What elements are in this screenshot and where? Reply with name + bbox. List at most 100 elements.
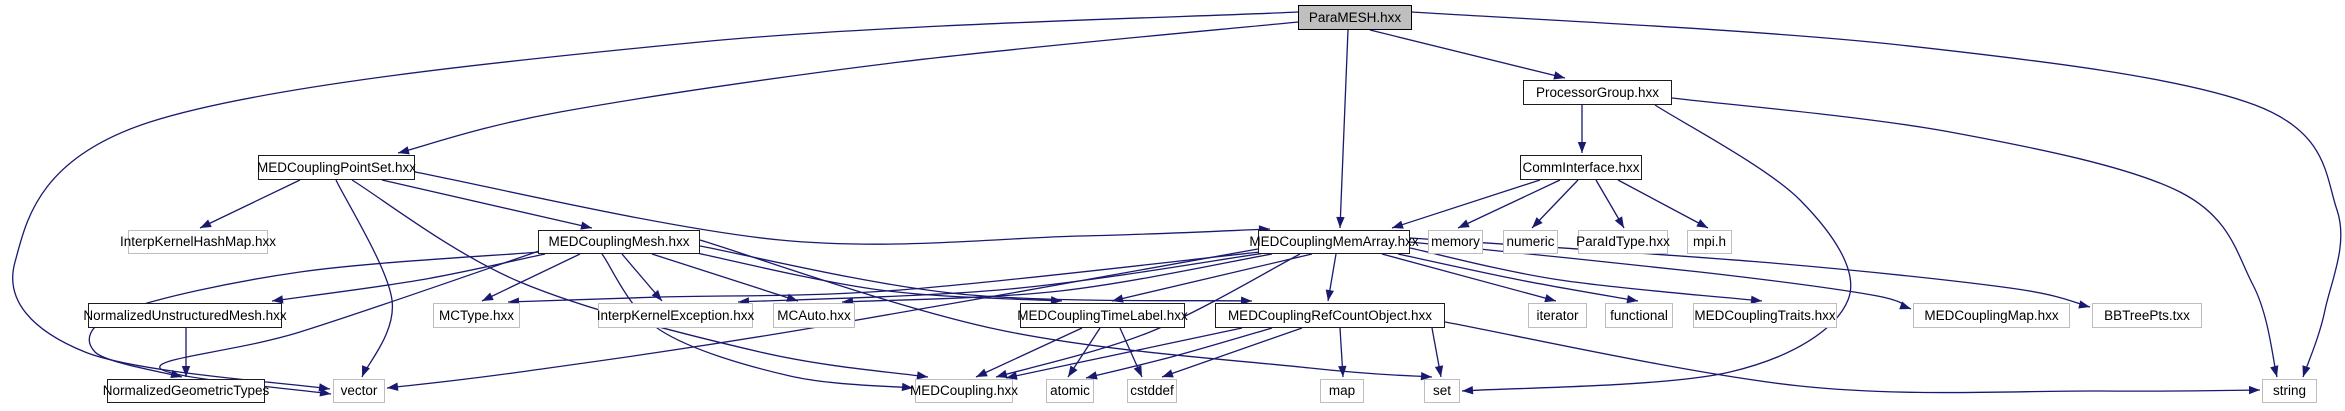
edge-pointset-to-memarray xyxy=(414,171,1271,245)
graph-node-mctype: MCType.hxx xyxy=(433,303,520,328)
arrowhead-memarray-to-timelabel xyxy=(1112,294,1124,303)
graph-node-functional: functional xyxy=(1605,303,1673,328)
edge-memarray-to-functional xyxy=(1397,253,1639,302)
arrowhead-mesh-to-timelabel xyxy=(1050,296,1062,305)
arrowhead-paramesh-to-memarray xyxy=(1336,216,1345,228)
arrowhead-comminterface-to-numeric xyxy=(1532,217,1543,228)
edge-comminterface-to-numeric xyxy=(1531,179,1579,229)
graph-node-memarray[interactable]: MEDCouplingMemArray.hxx xyxy=(1249,230,1419,254)
arrowhead-refcount-to-cstddef xyxy=(1162,369,1174,378)
graph-node-ikexception: InterpKernelException.hxx xyxy=(597,303,754,328)
edge-memarray-to-traits xyxy=(1409,247,1763,302)
arrowhead-timelabel-to-medcoupling xyxy=(976,368,988,377)
edge-refcount-to-cstddef xyxy=(1161,327,1303,378)
arrowhead-timelabel-to-cstddef xyxy=(1133,365,1142,377)
arrowhead-refcount-to-atomic xyxy=(1086,371,1098,380)
arrowhead-refcount-to-map xyxy=(1338,365,1347,377)
arrowhead-refcount-to-string xyxy=(2248,385,2260,395)
arrowhead-procgroup-to-comminterface xyxy=(1577,142,1587,153)
arrowhead-comminterface-to-memory xyxy=(1458,219,1470,228)
graph-node-timelabel[interactable]: MEDCouplingTimeLabel.hxx xyxy=(1017,303,1188,328)
arrowhead-comminterface-to-mpih xyxy=(1696,219,1708,228)
graph-node-cstddef: cstddef xyxy=(1127,379,1177,403)
arrowhead-pointset-to-hashmap xyxy=(200,219,212,228)
arrowhead-numesh-to-ngt xyxy=(181,366,191,377)
edge-mesh-to-numesh xyxy=(271,253,546,302)
edge-procgroup-to-set xyxy=(1461,104,1852,392)
edge-memarray-to-iterator xyxy=(1381,253,1557,302)
graph-node-pointset[interactable]: MEDCouplingPointSet.hxx xyxy=(257,155,416,180)
edge-paramesh-to-procgroup xyxy=(1369,29,1566,79)
graph-node-comminterface[interactable]: CommInterface.hxx xyxy=(1520,155,1642,180)
edge-refcount-to-string xyxy=(1444,321,2261,394)
arrowhead-timelabel-to-atomic xyxy=(1068,365,1078,377)
graph-node-hashmap: InterpKernelHashMap.hxx xyxy=(120,230,276,254)
arrowhead-mesh-to-medcoupling xyxy=(901,382,913,392)
arrowhead-mesh-to-mctype xyxy=(482,292,494,301)
arrowhead-memarray-to-medcoupling xyxy=(996,369,1008,378)
graph-node-numesh[interactable]: NormalizedUnstructuredMesh.hxx xyxy=(83,303,287,328)
graph-node-paramesh[interactable]: ParaMESH.hxx xyxy=(1298,5,1412,30)
arrowhead-memarray-to-functional xyxy=(1626,294,1638,304)
graph-node-numeric: numeric xyxy=(1503,230,1558,254)
edge-pointset-to-mesh xyxy=(381,179,593,229)
arrowhead-mesh-to-set xyxy=(1420,372,1432,381)
arrowhead-paramesh-to-string xyxy=(2302,365,2311,377)
arrowhead-memarray-to-vector xyxy=(387,382,399,391)
graph-node-string: string xyxy=(2262,379,2317,403)
edge-comminterface-to-memory xyxy=(1457,179,1561,229)
edge-memarray-to-timelabel xyxy=(1111,253,1313,302)
arrowhead-pointset-to-medcoupling xyxy=(916,371,928,380)
arrowhead-procgroup-to-set xyxy=(1462,386,1474,395)
graph-node-medcoupling: MEDCoupling.hxx xyxy=(910,379,1018,403)
arrowhead-refcount-to-set xyxy=(1434,365,1444,377)
edge-refcount-to-medcoupling xyxy=(1005,327,1243,379)
graph-node-refcount[interactable]: MEDCouplingRefCountObject.hxx xyxy=(1215,303,1445,328)
arrowhead-mesh-to-vector xyxy=(319,388,331,397)
edge-memarray-to-mcauto xyxy=(841,253,1273,303)
graph-node-mesh[interactable]: MEDCouplingMesh.hxx xyxy=(538,230,700,254)
edge-mesh-to-timelabel xyxy=(691,251,1063,302)
edge-pointset-to-vector xyxy=(335,179,393,378)
edge-mesh-to-medcoupling xyxy=(601,253,914,389)
arrowhead-refcount-to-medcoupling xyxy=(1006,371,1018,380)
graph-node-map: map xyxy=(1320,379,1364,403)
graph-node-iterator: iterator xyxy=(1528,303,1587,328)
edge-comminterface-to-mpih xyxy=(1617,179,1709,229)
graph-node-procgroup[interactable]: ProcessorGroup.hxx xyxy=(1523,80,1672,105)
graph-node-atomic: atomic xyxy=(1046,379,1094,403)
arrowhead-pointset-to-vector xyxy=(362,365,370,377)
edge-memarray-to-mctype xyxy=(507,251,1261,303)
graph-node-ngt[interactable]: NormalizedGeometricTypes xyxy=(103,379,269,403)
edge-memarray-to-vector xyxy=(386,248,1259,389)
arrowhead-paramesh-to-pointset xyxy=(398,146,410,155)
arrowhead-memarray-to-refcount xyxy=(1325,289,1334,301)
graph-node-set: set xyxy=(1424,379,1460,403)
graph-node-mapping: MEDCouplingMap.hxx xyxy=(1913,303,2070,328)
edge-mesh-to-refcount xyxy=(699,245,1253,302)
graph-node-mpih: mpi.h xyxy=(1687,230,1732,254)
arrowhead-memarray-to-bbtree xyxy=(2078,300,2090,309)
edge-paramesh-to-vector xyxy=(12,11,1299,390)
graph-node-memory: memory xyxy=(1428,230,1483,254)
edge-memarray-to-medcoupling xyxy=(995,253,1301,378)
arrowhead-procgroup-to-string xyxy=(2270,365,2279,377)
arrowhead-paramesh-to-procgroup xyxy=(1553,71,1565,80)
edge-memarray-to-ikexception xyxy=(737,252,1266,303)
edge-paramesh-to-pointset xyxy=(397,21,1299,154)
graph-node-bbtree: BBTreePts.txx xyxy=(2092,303,2202,328)
graph-node-vector: vector xyxy=(333,379,385,403)
arrowhead-comminterface-to-memarray xyxy=(1392,220,1404,229)
graph-node-traits: MEDCouplingTraits.hxx xyxy=(1693,303,1837,328)
edge-procgroup-to-string xyxy=(1671,97,2278,378)
edge-paramesh-to-string xyxy=(1411,11,2342,378)
graph-node-paraidtype: ParaIdType.hxx xyxy=(1576,230,1670,254)
edge-pointset-to-hashmap xyxy=(199,179,301,229)
arrowhead-mesh-to-numesh xyxy=(272,295,284,304)
arrowhead-comminterface-to-paraidtype xyxy=(1614,216,1624,228)
arrowhead-memarray-to-iterator xyxy=(1544,294,1556,303)
edge-memarray-to-mapping xyxy=(1409,241,1912,310)
edge-mesh-to-mctype xyxy=(481,253,581,302)
